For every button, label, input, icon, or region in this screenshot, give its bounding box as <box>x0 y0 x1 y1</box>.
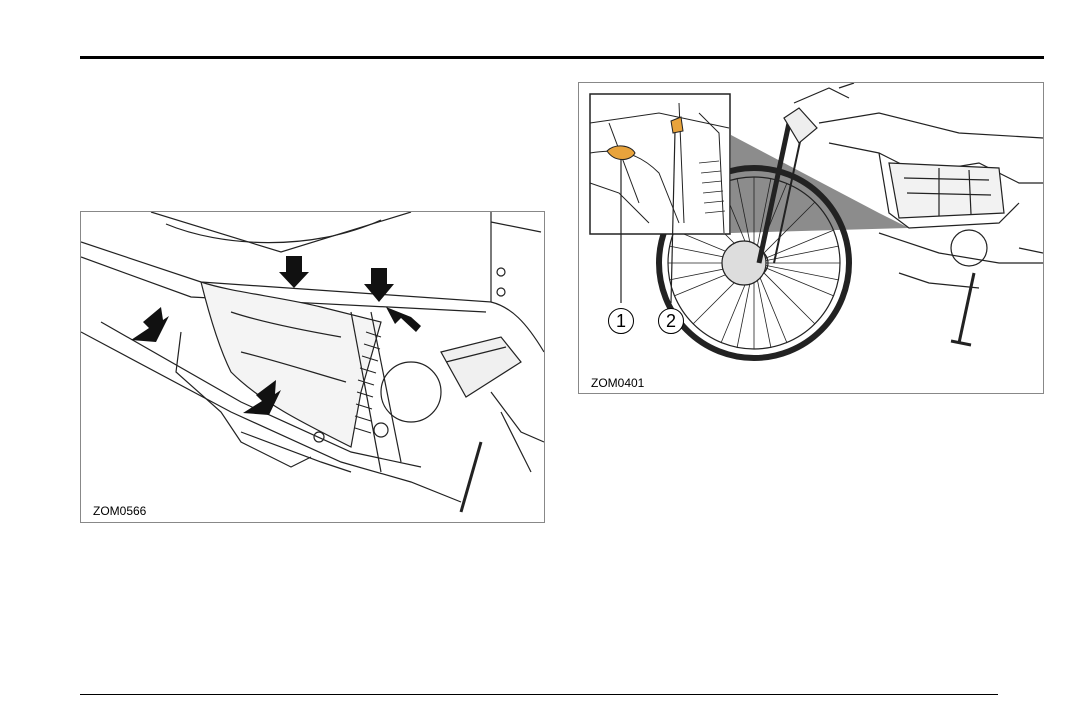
callout-2: 2 <box>658 308 684 334</box>
callout-1: 1 <box>608 308 634 334</box>
figure-side-panel: ZOM0566 <box>80 211 545 523</box>
side-panel-illustration <box>81 212 544 522</box>
figure-code: ZOM0566 <box>93 504 146 518</box>
footer-rule <box>80 694 998 695</box>
motorcycle-illustration <box>579 83 1043 393</box>
figure-motorcycle: 1 2 ZOM0401 <box>578 82 1044 394</box>
header-rule <box>80 56 1044 59</box>
zoom-wedge <box>731 135 909 233</box>
figure-code: ZOM0401 <box>591 376 644 390</box>
